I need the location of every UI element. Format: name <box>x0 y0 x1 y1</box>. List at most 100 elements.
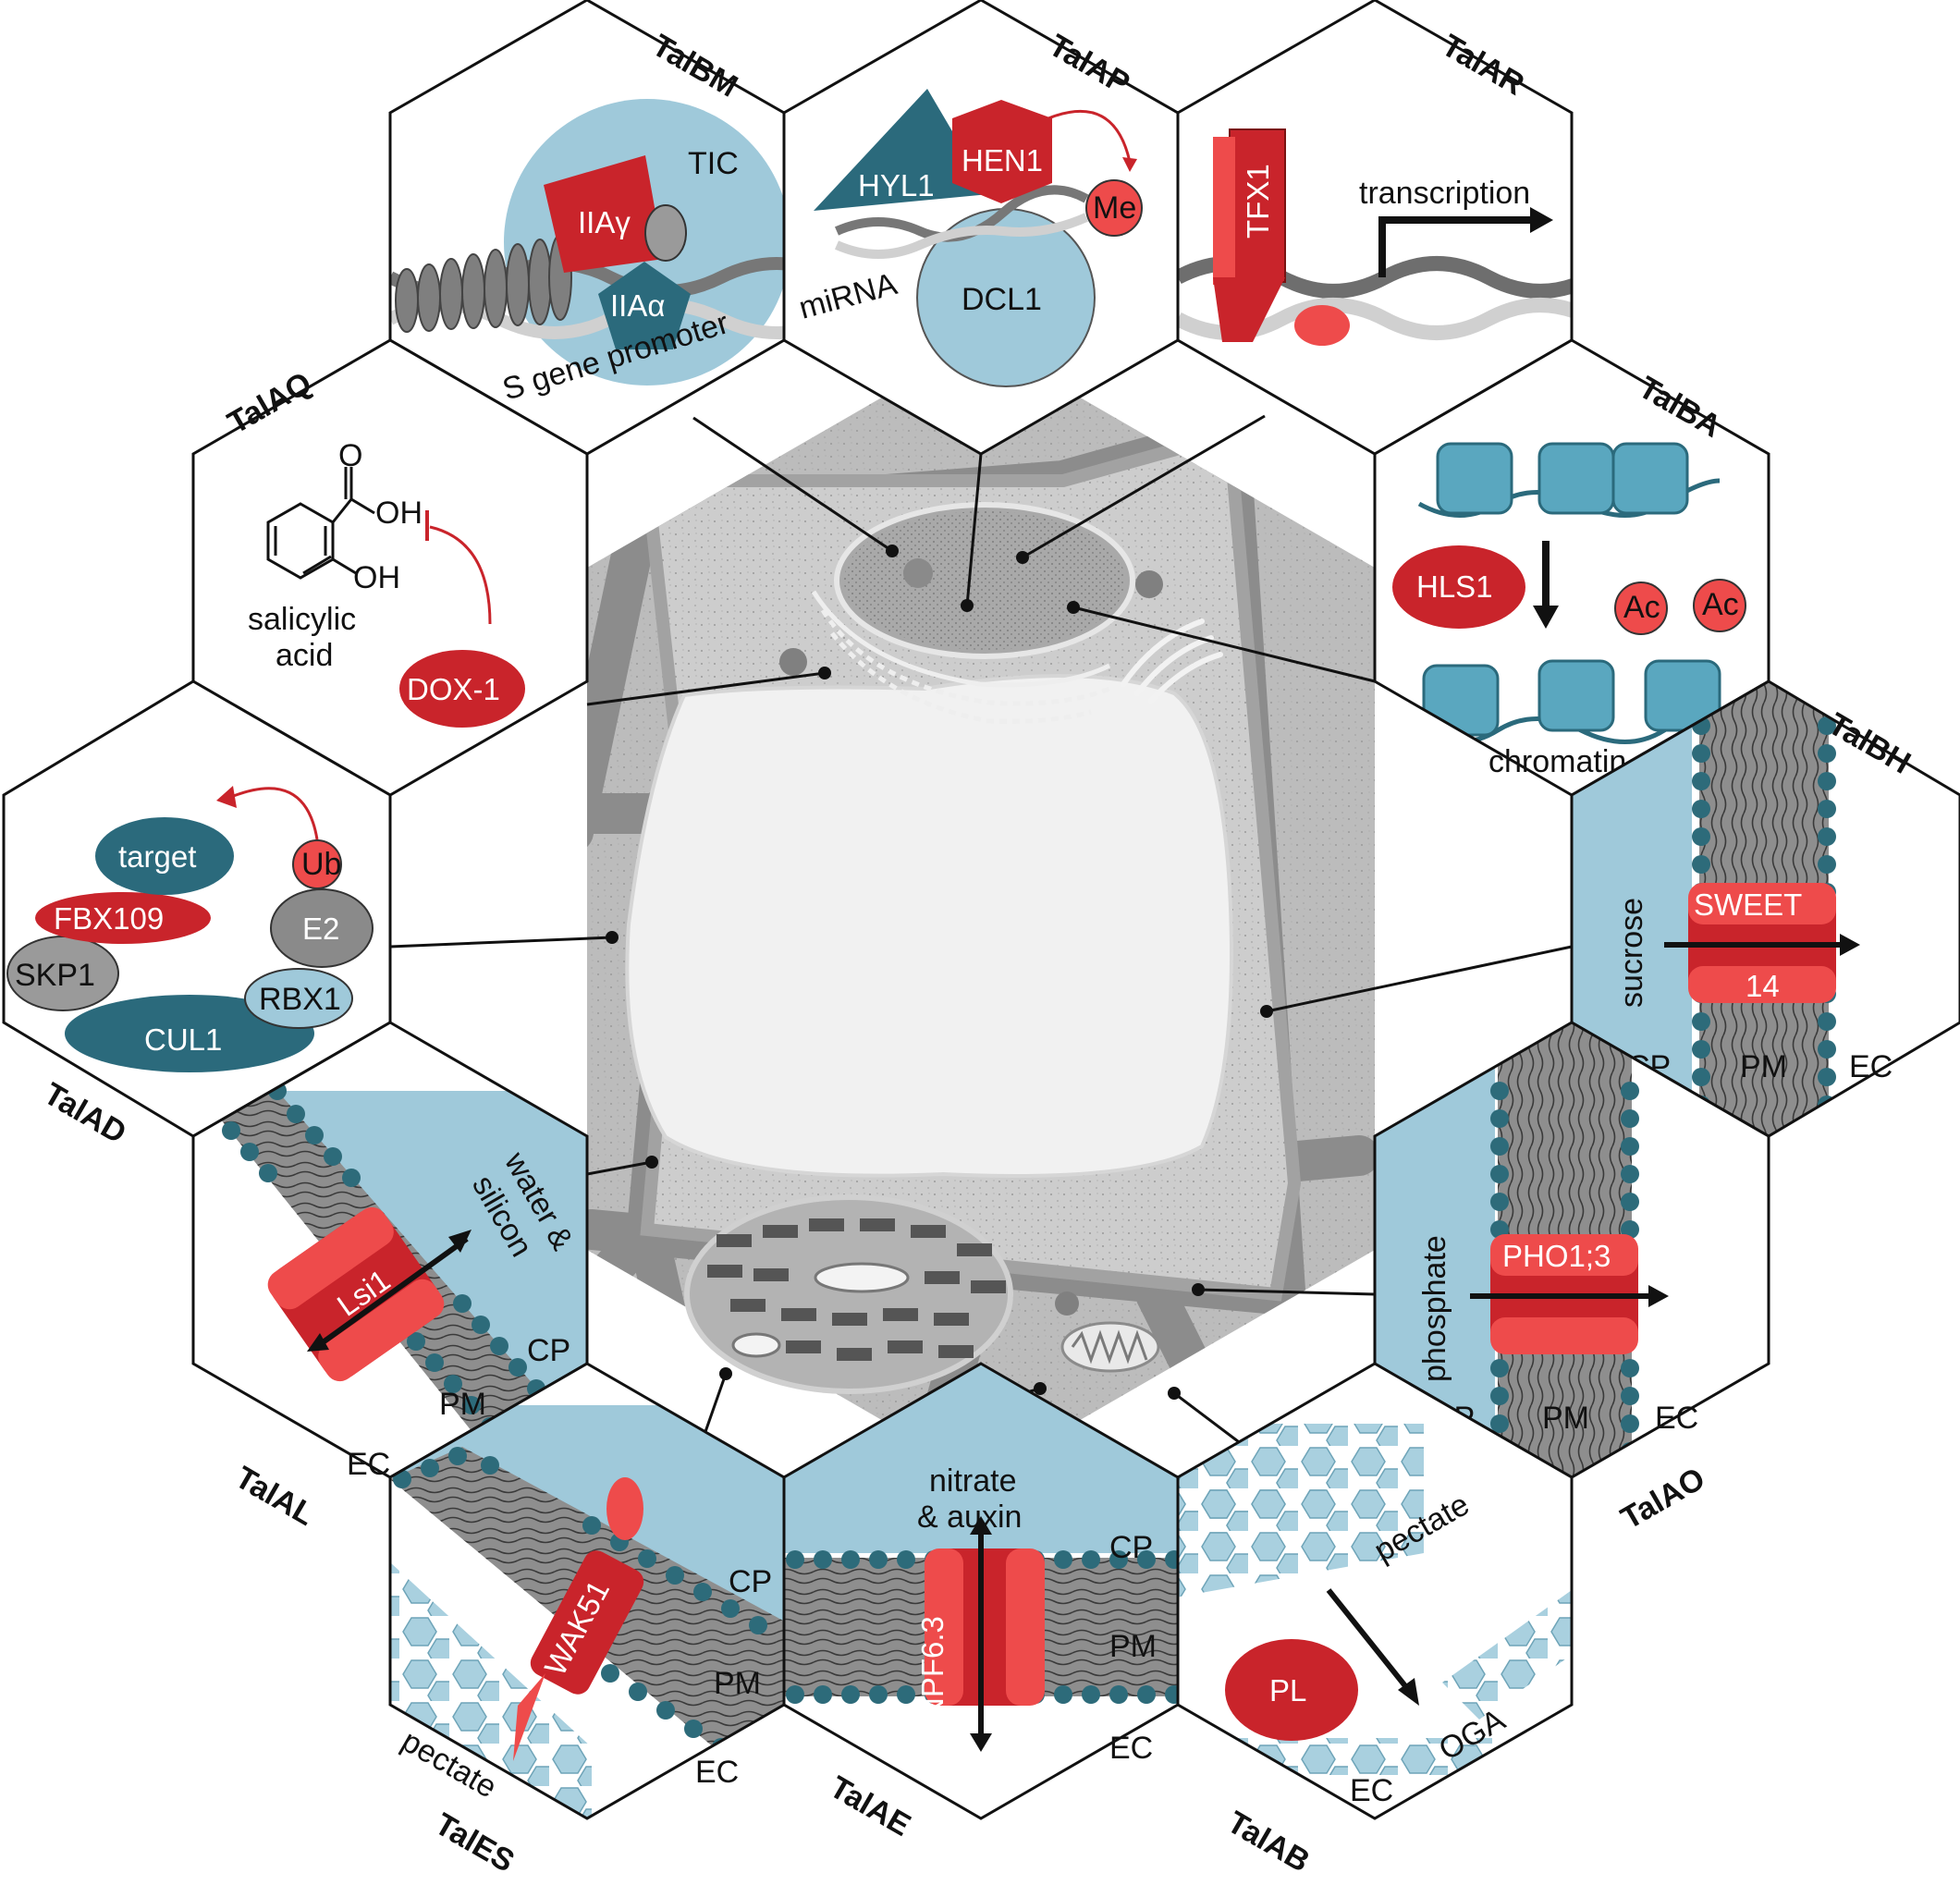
transcription-label: transcription <box>1359 176 1530 211</box>
panel-tag-talae: TalAE <box>824 1769 916 1843</box>
target-label: target <box>118 839 196 874</box>
me-label: Me <box>1093 190 1136 226</box>
chromatin-label: chromatin <box>1488 744 1626 779</box>
cul1-label: CUL1 <box>144 1022 222 1057</box>
cp-label: CP <box>729 1564 772 1599</box>
pho-label: PHO1;3 <box>1502 1239 1611 1273</box>
fbx109-label: FBX109 <box>54 901 164 936</box>
sucrose-label: sucrose <box>1614 898 1649 1008</box>
pm-label: PM <box>439 1387 486 1422</box>
me-group <box>1085 179 1143 237</box>
iia-gamma-protein <box>544 155 664 273</box>
skp1-label: SKP1 <box>15 958 95 993</box>
ec-label: EC <box>347 1447 390 1482</box>
hyl1-protein <box>814 89 989 211</box>
panel-talap: TalAP HYL1 HEN1 Me DCL1 miRNA <box>782 0 1180 456</box>
nucleus <box>834 502 1135 659</box>
lsi1-transporter <box>267 1206 445 1382</box>
carboxyl-oh-label: OH <box>375 496 423 531</box>
panel-talad: TalAD target Ub FBX109 E2 SKP1 RBX1 CUL1 <box>2 679 392 1151</box>
e2-label: E2 <box>302 912 339 946</box>
ec-label: EC <box>1109 1731 1153 1766</box>
hen1-protein <box>952 100 1052 203</box>
degradation-arrow <box>1326 1588 1413 1694</box>
hls1-protein <box>1392 545 1525 629</box>
tfx1-protein <box>1213 129 1350 346</box>
panel-talba: TalBA HLS1 Ac Ac chromatin <box>1373 338 1770 797</box>
cp-label: CP <box>527 1333 570 1368</box>
ec-label: EC <box>1849 1049 1893 1084</box>
methylation-arrow <box>1047 109 1132 163</box>
vesicle <box>1135 570 1163 598</box>
mirna-duplex <box>834 185 1089 259</box>
tic-label: TIC <box>688 146 739 181</box>
nucleosome <box>1436 442 1689 515</box>
panel-tag-talao: TalAO <box>1615 1461 1711 1536</box>
salicylic-label-line1: salicylic <box>248 602 356 637</box>
phosphate-label: phosphate <box>1417 1235 1452 1382</box>
ac-group <box>1614 581 1668 635</box>
sweet-number-label: 14 <box>1746 969 1780 1003</box>
vesicle <box>779 648 807 676</box>
pectate-chain <box>1178 1424 1572 1775</box>
cp-label: CP <box>1109 1530 1153 1565</box>
ac-group <box>1693 579 1746 632</box>
panel-tales: TalES WAK51 CP PM EC pectate <box>388 1362 786 1879</box>
s-gene-dna <box>390 234 784 339</box>
npf6-3-transporter <box>925 1548 1045 1706</box>
nitrate-label: nitrate <box>929 1463 1017 1499</box>
panel-talar: TalAR TFX1 transcription <box>1176 0 1574 456</box>
dox1-protein <box>399 650 525 728</box>
panel-talbm: TalBM TIC IIAγ IIAα S gene promoter <box>388 0 786 456</box>
panel-talab: TalAB pectate PL OGA EC <box>1176 1362 1574 1879</box>
rbx1-label: RBX1 <box>259 982 341 1017</box>
inhibition-line <box>429 525 492 625</box>
ubiquitination-arrow <box>230 787 319 840</box>
chloroplast <box>684 1194 1013 1394</box>
iia-alpha-label: IIAα <box>610 288 665 323</box>
panel-tag-talal: TalAL <box>229 1460 321 1533</box>
dcl1-label: DCL1 <box>962 282 1042 317</box>
vacuole <box>625 674 1233 1178</box>
vesicle <box>1055 1291 1079 1316</box>
hen1-label: HEN1 <box>962 143 1043 177</box>
mitochondrion <box>1060 1321 1160 1373</box>
panel-talae: TalAE nitrate & auxin NPF6.3 CP PM EC <box>782 1362 1180 1843</box>
endoplasmic-reticulum <box>811 590 1111 724</box>
pm-label: PM <box>1542 1401 1589 1436</box>
water-silicon-transport-arrow <box>317 1236 469 1348</box>
hydroxyl-oh-label: OH <box>353 560 400 595</box>
rbx1-protein <box>244 968 353 1029</box>
sweet-label: SWEET <box>1694 887 1802 922</box>
iia-gamma-label: IIAγ <box>578 205 631 239</box>
wak51-receptor <box>513 1477 644 1761</box>
iia-alpha-protein <box>598 262 691 349</box>
fbx109-protein <box>35 892 211 944</box>
ub-label: Ub <box>301 847 341 882</box>
tfx1-label: TFX1 <box>1241 164 1275 239</box>
ec-label: EC <box>1350 1773 1393 1808</box>
pl-enzyme <box>1225 1639 1358 1741</box>
auxin-label: & auxin <box>917 1499 1022 1535</box>
ac-label: Ac <box>1702 587 1739 622</box>
carboxyl-o-label: O <box>338 438 362 473</box>
central-plant-cell <box>587 340 1375 1477</box>
hyl1-label: HYL1 <box>858 168 935 202</box>
acetylated-nucleosome <box>1422 659 1721 737</box>
panel-talal: TalAL water & silicon Lsi1 CP PM EC <box>191 1021 589 1533</box>
golgi <box>1121 618 1223 704</box>
transcription-arrow <box>1378 216 1530 277</box>
ec-label: EC <box>1655 1401 1698 1436</box>
pl-label: PL <box>1269 1673 1306 1708</box>
panel-tag-talab: TalAB <box>1221 1805 1316 1879</box>
target-protein <box>95 817 234 895</box>
ac-label: Ac <box>1623 590 1660 625</box>
dox1-label: DOX-1 <box>407 672 500 706</box>
leader-lines <box>389 414 1573 1480</box>
ub-group <box>292 839 342 889</box>
ec-label: EC <box>695 1755 739 1790</box>
hls1-label: HLS1 <box>1416 569 1493 604</box>
salicylic-acid-structure <box>266 467 375 580</box>
npf-label: NPF6.3 <box>915 1616 949 1720</box>
